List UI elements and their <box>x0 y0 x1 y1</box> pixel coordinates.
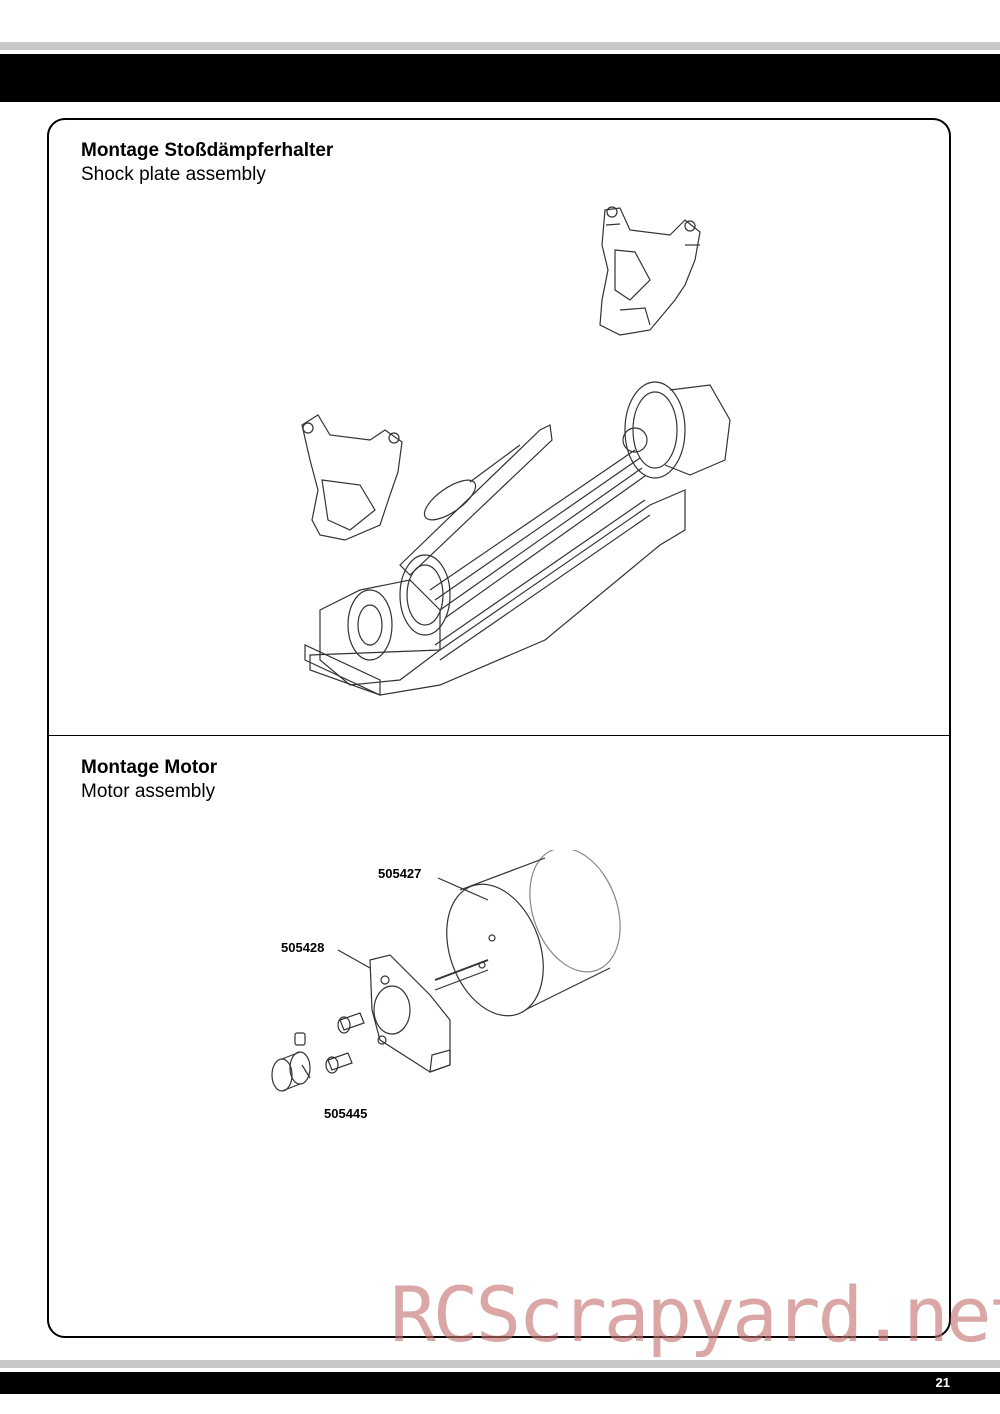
header-black-band <box>0 54 1000 102</box>
front-shock-tower <box>301 414 403 541</box>
shock-plate-title-de: Montage Stoßdämpferhalter <box>81 140 334 161</box>
front-gearbox <box>304 554 451 696</box>
motor-assembly-drawing <box>271 850 621 1092</box>
shock-plate-title-en: Shock plate assembly <box>81 164 266 185</box>
motor-title-en: Motor assembly <box>81 781 216 802</box>
shock-plate-assembly-drawing <box>301 206 731 696</box>
watermark: RCScrapyard.net <box>390 1270 1000 1359</box>
content-frame <box>47 118 951 1338</box>
header-gray-rule <box>0 42 1000 50</box>
motor-can <box>434 850 621 1017</box>
motor-plate <box>369 954 451 1073</box>
shock-plate-heading: Montage Stoßdämpferhalter Shock plate as… <box>81 139 333 187</box>
part-label-pinion: 505445 <box>324 1106 368 1121</box>
footer-black-band <box>0 1372 1000 1394</box>
part-label-motor: 505427 <box>378 866 422 881</box>
motor-screws <box>325 1012 365 1074</box>
rear-gearbox <box>622 381 731 479</box>
footer-gray-rule <box>0 1360 1000 1368</box>
pinion-gear <box>271 1051 311 1092</box>
page-number: 21 <box>935 1375 950 1390</box>
part-label-motor-plate: 505428 <box>281 940 325 955</box>
motor-heading: Montage Motor Motor assembly <box>81 756 217 804</box>
chassis <box>309 424 686 696</box>
section-divider <box>48 735 951 736</box>
rear-shock-tower <box>599 206 701 336</box>
grub-screw <box>294 1032 306 1046</box>
motor-title-de: Montage Motor <box>81 757 218 778</box>
